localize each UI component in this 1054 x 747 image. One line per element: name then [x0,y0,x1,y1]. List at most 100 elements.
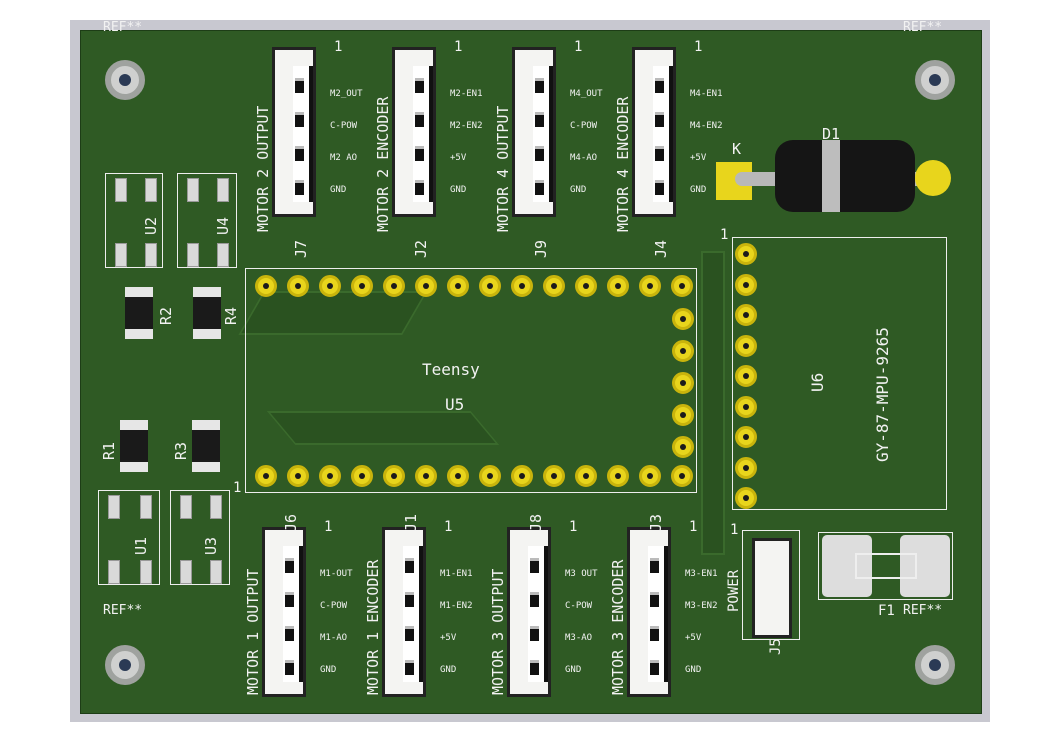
mounting-hole [915,60,955,100]
teensy-pad [639,465,661,487]
connector-title: MOTOR 4 OUTPUT [494,105,512,232]
teensy-pad [415,465,437,487]
connector-j4 [632,47,676,217]
ic-label: U4 [214,216,232,235]
teensy-pad [672,436,694,458]
fuse-body [855,553,917,579]
imu-ref: U6 [808,372,827,392]
imu-module [732,237,947,510]
pin-label: GND [330,185,347,195]
imu-pad [735,426,757,448]
ic-u4 [177,173,237,268]
ref-label: REF** [903,603,943,618]
connector-ref: J8 [527,513,545,532]
teensy-pad [255,275,277,297]
pin1-marker: 1 [444,519,453,535]
connector-j1 [382,527,426,697]
imu-name: GY-87-MPU-9265 [873,327,892,462]
pin-label: GND [570,185,587,195]
pin-label: M4-EN1 [690,89,723,99]
pin-label: M2_OUT [330,89,363,99]
pin1-marker: 1 [689,519,698,535]
teensy-pad [383,465,405,487]
diode-anode-pad [915,160,951,196]
power-connector [752,538,792,638]
teensy-pad [543,275,565,297]
connector-title: MOTOR 2 OUTPUT [254,105,272,232]
imu-pad [735,243,757,265]
connector-title: MOTOR 4 ENCODER [614,96,632,232]
connector-ref: J9 [532,239,550,258]
ic-u3 [170,490,230,585]
pin1-marker: 1 [233,480,242,496]
fuse-pad [900,535,950,597]
teensy-pad [511,275,533,297]
pin1-marker: 1 [334,39,343,55]
pin-label: +5V [690,153,707,163]
pin-label: GND [565,665,582,675]
pin-label: GND [440,665,457,675]
fuse-outline [818,532,953,600]
diode-band [822,140,840,212]
fuse-pad [822,535,872,597]
teensy-pad [415,275,437,297]
teensy-pad [607,465,629,487]
pin1-marker: 1 [720,227,729,243]
teensy-ref: U5 [445,395,465,414]
imu-pad [735,304,757,326]
fuse-ref: F1 [878,603,895,619]
pin-label: M2 AO [330,153,358,163]
teensy-pad [672,372,694,394]
connector-j2 [392,47,436,217]
pin-label: C-POW [330,121,358,131]
teensy-pad [575,275,597,297]
pin-label: M1-AO [320,633,348,643]
resistor-r2 [125,287,153,339]
pin-label: GND [685,665,702,675]
teensy-pad [672,404,694,426]
pin-label: M3 OUT [565,569,598,579]
pin1-marker: 1 [324,519,333,535]
resistor-label: R2 [157,306,175,325]
pin-label: M3-EN1 [685,569,718,579]
teensy-pad [671,275,693,297]
connector-j3 [627,527,671,697]
teensy-pad [287,465,309,487]
imu-pad [735,395,757,418]
connector-title: MOTOR 1 ENCODER [364,559,382,695]
teensy-pad [543,465,565,487]
cathode-label: K [732,140,742,158]
connector-title: MOTOR 3 OUTPUT [489,568,507,695]
ic-label: U3 [202,536,220,555]
connector-ref: J4 [652,239,670,258]
teensy-pad [447,275,469,297]
teensy-pad [672,340,694,362]
pin-label: M1-OUT [320,569,353,579]
imu-pad [735,334,757,357]
resistor-label: R4 [222,306,240,325]
ic-u1 [98,490,160,585]
teensy-label: Teensy [422,360,480,379]
connector-ref: J6 [282,513,300,532]
teensy-pad [511,465,533,487]
mounting-hole [105,60,145,100]
teensy-pad [671,465,693,487]
teensy-pad [639,275,661,297]
resistor-r4 [193,287,221,339]
resistor-label: R3 [172,441,190,460]
imu-pad [735,456,757,479]
trace [701,251,725,555]
teensy-pad [351,275,373,297]
mounting-hole [105,645,145,685]
teensy-pad [479,465,501,487]
connector-ref: J2 [412,239,430,258]
pin1-marker: 1 [694,39,703,55]
teensy-pad [383,275,405,297]
pin-label: M4_OUT [570,89,603,99]
pin-label: M3-EN2 [685,601,718,611]
teensy-pad [351,465,373,487]
connector-title: MOTOR 1 OUTPUT [244,568,262,695]
connector-title: MOTOR 2 ENCODER [374,96,392,232]
resistor-label: R1 [100,441,118,460]
pin-label: C-POW [565,601,593,611]
